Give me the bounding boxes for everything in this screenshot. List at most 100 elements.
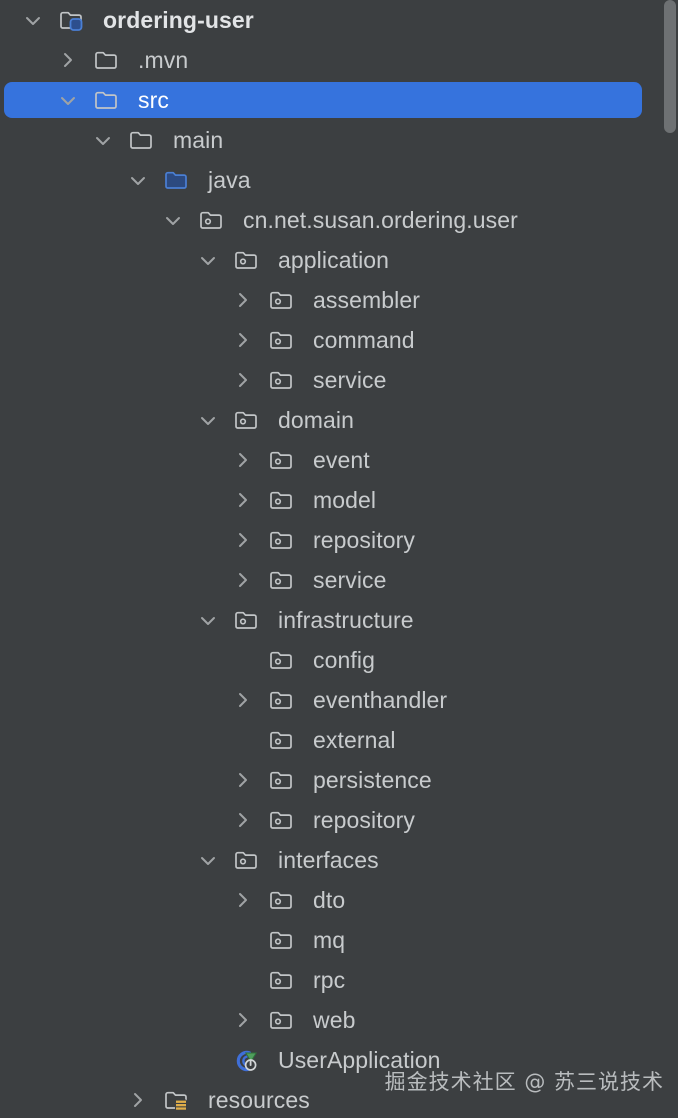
package-icon [233,607,259,633]
tree-row-label: main [173,127,224,153]
tree-row-model[interactable]: model [0,480,678,520]
package-icon [268,687,294,713]
tree-row-label: event [313,447,370,473]
spring-boot-run-icon [233,1047,259,1073]
tree-row-web[interactable]: web [0,1000,678,1040]
package-icon [268,487,294,513]
chevron-right-icon[interactable] [55,47,81,73]
package-icon [268,447,294,473]
tree-row-label: mq [313,927,346,953]
tree-row-label: repository [313,807,415,833]
chevron-right-icon[interactable] [125,1087,151,1113]
package-icon [268,1007,294,1033]
chevron-right-icon[interactable] [230,527,256,553]
tree-row-label: command [313,327,415,353]
chevron-down-icon[interactable] [195,407,221,433]
vertical-scrollbar-track[interactable] [662,0,678,1118]
tree-row-label: config [313,647,375,673]
tree-row-dto[interactable]: dto [0,880,678,920]
tree-row-label: cn.net.susan.ordering.user [243,207,518,233]
tree-row-domain-service[interactable]: service [0,560,678,600]
tree-row-label: external [313,727,396,753]
tree-row-label: persistence [313,767,432,793]
tree-row-label: java [208,167,251,193]
tree-row-java[interactable]: java [0,160,678,200]
tree-row-label: infrastructure [278,607,414,633]
package-icon [268,767,294,793]
chevron-down-icon[interactable] [55,87,81,113]
tree-row-label: interfaces [278,847,379,873]
chevron-right-icon[interactable] [230,567,256,593]
tree-row-domain[interactable]: domain [0,400,678,440]
tree-row-label: application [278,247,390,273]
chevron-right-icon[interactable] [230,767,256,793]
chevron-right-icon[interactable] [230,487,256,513]
selection-highlight [4,82,642,118]
chevron-down-icon[interactable] [195,247,221,273]
tree-row-userapplication[interactable]: UserApplication [0,1040,678,1080]
tree-row-domain-repo[interactable]: repository [0,520,678,560]
package-icon [268,567,294,593]
folder-icon [93,87,119,113]
tree-row-mq[interactable]: mq [0,920,678,960]
tree-row-config[interactable]: config [0,640,678,680]
chevron-down-icon[interactable] [90,127,116,153]
tree-row-interfaces[interactable]: interfaces [0,840,678,880]
module-folder-icon [58,7,84,33]
chevron-down-icon[interactable] [20,7,46,33]
chevron-down-icon[interactable] [125,167,151,193]
package-icon [268,927,294,953]
chevron-right-icon[interactable] [230,887,256,913]
tree-row-eventhandler[interactable]: eventhandler [0,680,678,720]
chevron-right-icon[interactable] [230,1007,256,1033]
tree-row-base-package[interactable]: cn.net.susan.ordering.user [0,200,678,240]
tree-row-ordering-user[interactable]: ordering-user [0,0,678,40]
package-icon [233,407,259,433]
tree-row-label: dto [313,887,346,913]
chevron-right-icon[interactable] [230,447,256,473]
tree-row-label: eventhandler [313,687,448,713]
tree-row-resources[interactable]: resources [0,1080,678,1118]
tree-row-application[interactable]: application [0,240,678,280]
vertical-scrollbar-thumb[interactable] [664,0,676,133]
tree-row-label: model [313,487,377,513]
tree-row-external[interactable]: external [0,720,678,760]
package-icon [233,847,259,873]
source-root-icon [163,167,189,193]
tree-row-label: resources [208,1087,310,1113]
tree-row-mvn[interactable]: .mvn [0,40,678,80]
tree-row-label: service [313,567,387,593]
chevron-right-icon[interactable] [230,287,256,313]
tree-row-event[interactable]: event [0,440,678,480]
tree-row-assembler[interactable]: assembler [0,280,678,320]
tree-row-src[interactable]: src [0,80,678,120]
tree-row-rpc[interactable]: rpc [0,960,678,1000]
chevron-right-icon[interactable] [230,367,256,393]
chevron-right-icon[interactable] [230,327,256,353]
tree-row-infrastructure[interactable]: infrastructure [0,600,678,640]
tree-row-app-command[interactable]: command [0,320,678,360]
package-icon [268,967,294,993]
chevron-right-icon[interactable] [230,807,256,833]
tree-row-label: web [313,1007,356,1033]
chevron-down-icon[interactable] [195,847,221,873]
tree-row-label: rpc [313,967,346,993]
tree-row-persistence[interactable]: persistence [0,760,678,800]
tree-row-main[interactable]: main [0,120,678,160]
tree-row-infra-repo[interactable]: repository [0,800,678,840]
package-icon [268,807,294,833]
folder-icon [128,127,154,153]
package-icon [268,527,294,553]
watermark-text: 掘金技术社区 @ 苏三说技术 [384,1070,664,1094]
chevron-down-icon[interactable] [195,607,221,633]
tree-row-label: UserApplication [278,1047,441,1073]
chevron-down-icon[interactable] [160,207,186,233]
tree-row-app-service[interactable]: service [0,360,678,400]
package-icon [268,367,294,393]
chevron-right-icon[interactable] [230,687,256,713]
package-icon [233,247,259,273]
tree-row-label: domain [278,407,355,433]
package-icon [268,647,294,673]
